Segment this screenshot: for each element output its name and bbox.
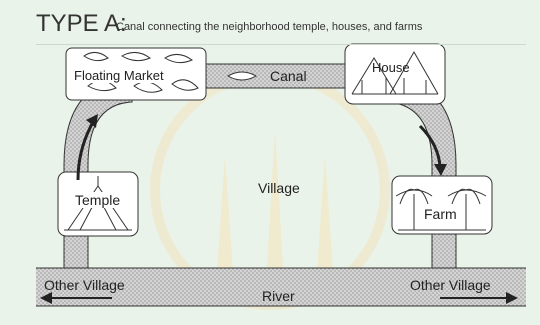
label-farm: Farm (424, 206, 457, 222)
flow-arrow-left (76, 114, 98, 181)
canal-boat-icon (226, 71, 258, 81)
label-river: River (262, 288, 295, 304)
temple-icon (64, 176, 132, 231)
river-arrow-left (40, 292, 112, 304)
river-arrow-right (440, 292, 518, 304)
label-village: Village (258, 180, 300, 196)
label-other-village-right: Other Village (410, 277, 491, 293)
label-canal: Canal (270, 68, 307, 84)
label-floating-market: Floating Market (72, 68, 166, 83)
farm-box (391, 175, 493, 235)
flow-arrow-right (418, 124, 447, 176)
label-house: House (372, 60, 410, 75)
title-caption: Canal connecting the neighborhood temple… (116, 21, 423, 33)
label-temple: Temple (74, 192, 122, 208)
label-other-village-left: Other Village (44, 277, 125, 293)
right-arch-canal (385, 77, 457, 269)
type-label: TYPE A: (36, 10, 127, 37)
title-divider (36, 44, 526, 45)
house-icon (351, 50, 439, 95)
river (36, 268, 526, 306)
palm-tree-icons (395, 188, 487, 231)
